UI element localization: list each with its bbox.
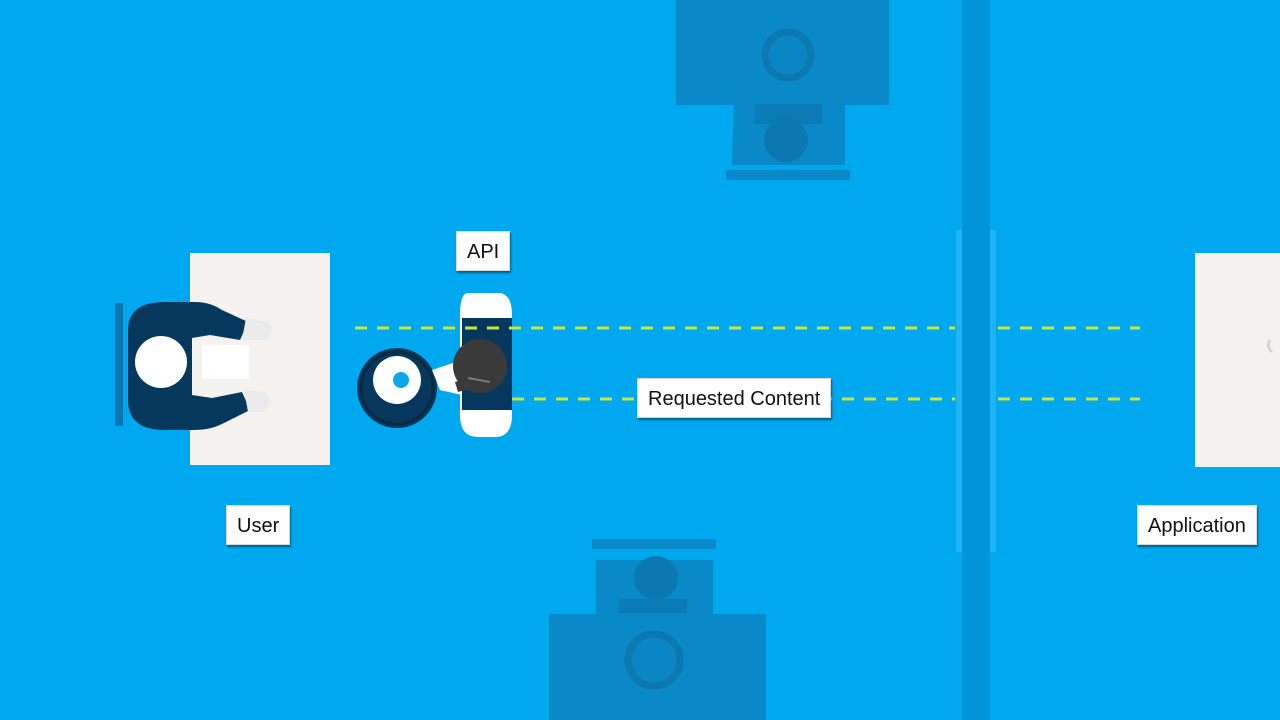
wall	[962, 0, 990, 720]
desk-icon	[1195, 253, 1280, 467]
wall-doorframe-right	[990, 230, 996, 552]
faded-figure-icon	[676, 0, 889, 180]
user-figure-icon	[115, 302, 272, 430]
application-label: Application	[1137, 505, 1257, 545]
faded-figure-icon	[549, 539, 766, 720]
requested-content-label: Requested Content	[637, 378, 832, 418]
wall-doorframe-left	[956, 230, 962, 552]
api-label: API	[456, 231, 511, 271]
user-label: User	[226, 505, 291, 545]
menu-card	[202, 345, 249, 379]
